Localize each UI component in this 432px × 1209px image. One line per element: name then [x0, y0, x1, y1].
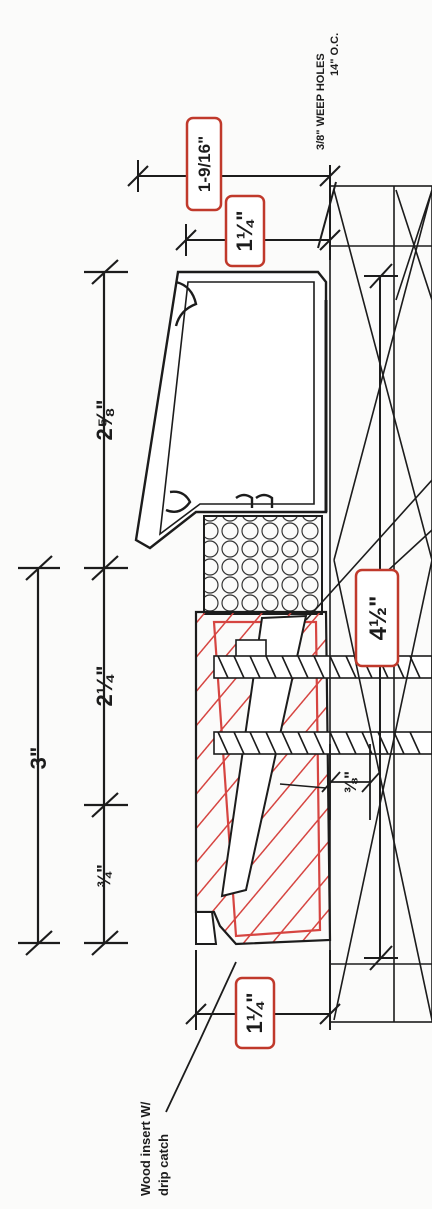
wood-insert-note-line1: Wood insert W/ — [138, 1101, 153, 1196]
wood-insert-note-line2: drip catch — [156, 1134, 171, 1196]
left-dimension-chain — [18, 259, 128, 956]
jamb-height-box — [354, 568, 400, 668]
dim-weep-offset: 1-9/16" — [195, 136, 214, 192]
screw-top — [213, 655, 432, 679]
dim-jamb-height: 4½" — [365, 596, 392, 641]
weep-offset-box — [185, 116, 223, 212]
weep-holes-note-line1: 3/8" WEEP HOLES — [315, 53, 327, 150]
top-lip-box — [224, 194, 266, 268]
dim-overall-depth: 3" — [26, 747, 51, 770]
bottom-lip-box — [234, 976, 276, 1050]
insulation-block — [203, 515, 323, 615]
dim-small-gap: ⅜" — [341, 771, 360, 793]
nail — [279, 783, 327, 789]
dim-bottom-segment: ¾" — [94, 864, 114, 888]
screw-bottom — [213, 731, 432, 755]
weep-holes-note-line2: 14" O.C. — [329, 33, 341, 76]
wood-insert-leader — [165, 961, 237, 1113]
dim-top-segment: 2⅝" — [92, 399, 117, 440]
dim-middle-segment: 2¼" — [92, 665, 117, 706]
dim-bottom-lip: 1¼" — [242, 992, 267, 1033]
dim-top-lip: 1¼" — [232, 210, 257, 251]
aluminum-extrusion — [134, 270, 328, 550]
small-gap-dimension — [321, 744, 381, 820]
drip-catch — [195, 911, 218, 945]
